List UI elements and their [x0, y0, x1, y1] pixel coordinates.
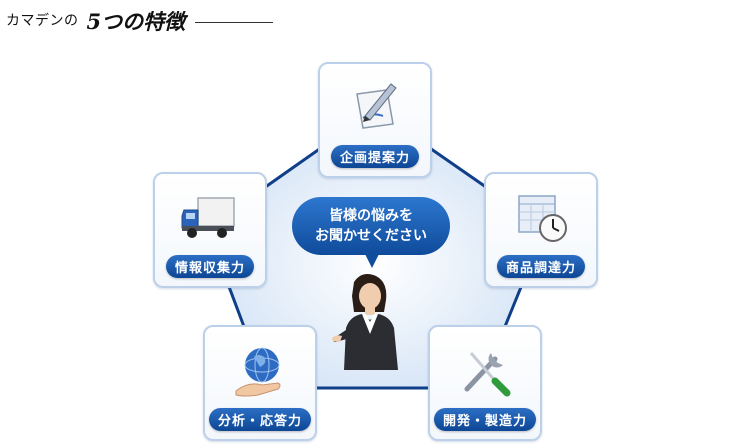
feature-card-analysis: 分析・応答力 [203, 325, 317, 441]
title-divider [195, 22, 274, 23]
speech-bubble-tail [364, 252, 380, 268]
clock-calendar-icon [518, 195, 567, 242]
feature-card-information: 情報収集力 [153, 172, 267, 288]
feature-card-procurement: 商品調達力 [484, 172, 598, 288]
globe-hand-icon [235, 347, 281, 397]
brand-name: カマデンの [6, 13, 79, 29]
feature-card-planning: 企画提案力 [318, 62, 432, 178]
feature-label-development: 開発・製造力 [433, 408, 537, 431]
feature-card-development: 開発・製造力 [428, 325, 542, 441]
truck-icon [181, 197, 235, 238]
feature-label-analysis: 分析・応答力 [208, 408, 312, 431]
feature-label-information: 情報収集力 [165, 255, 255, 278]
bubble-line-1: 皆様の悩みを [329, 208, 413, 224]
feature-label-procurement: 商品調達力 [496, 255, 586, 278]
bubble-line-2: お聞かせください [315, 228, 427, 244]
pen-document-icon [356, 83, 397, 129]
tools-icon [464, 352, 511, 397]
page-header: カマデンの 5つの特徴 [6, 6, 274, 36]
page-title: 5つの特徴 [86, 9, 186, 34]
businesswoman-illustration [332, 274, 398, 370]
feature-label-planning: 企画提案力 [330, 145, 420, 168]
speech-bubble: 皆様の悩みを お聞かせください [292, 197, 450, 255]
